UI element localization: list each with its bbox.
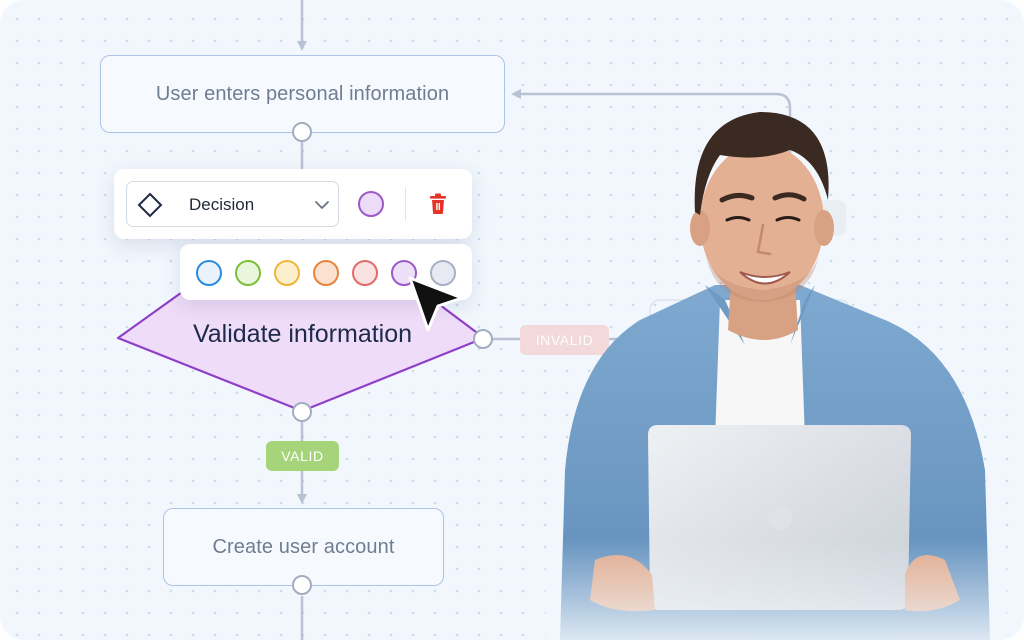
swatch-blue[interactable]: [196, 260, 222, 286]
color-palette: [180, 244, 472, 300]
trash-icon[interactable]: [428, 193, 448, 215]
swatch-gray[interactable]: [430, 260, 456, 286]
swatch-green[interactable]: [235, 260, 261, 286]
shape-type-label: Decision: [189, 195, 255, 214]
color-picker-button[interactable]: [358, 191, 384, 217]
invalid-branch-label: INVALID: [520, 325, 609, 355]
process-node-create-account[interactable]: Create user account: [163, 508, 444, 586]
swatch-red[interactable]: [352, 260, 378, 286]
pointer-cursor-icon: [408, 276, 464, 332]
node-port[interactable]: [292, 122, 312, 142]
swatch-orange[interactable]: [313, 260, 339, 286]
node-label: Create user account: [212, 535, 395, 558]
node-label: User enters personal information: [155, 82, 450, 105]
decision-port-bottom[interactable]: [292, 402, 312, 422]
node-port[interactable]: [292, 575, 312, 595]
valid-branch-label: VALID: [266, 441, 339, 471]
process-node-enter-info[interactable]: User enters personal information: [100, 55, 505, 133]
swatch-yellow[interactable]: [274, 260, 300, 286]
decision-label: Validate information: [192, 320, 413, 348]
chevron-down-icon: [315, 201, 329, 209]
diamond-icon: [137, 192, 163, 218]
shape-toolbar: Decision: [114, 169, 472, 239]
toolbar-divider: [405, 187, 406, 221]
decision-port-right[interactable]: [473, 329, 493, 349]
shape-type-dropdown[interactable]: Decision: [126, 181, 339, 227]
